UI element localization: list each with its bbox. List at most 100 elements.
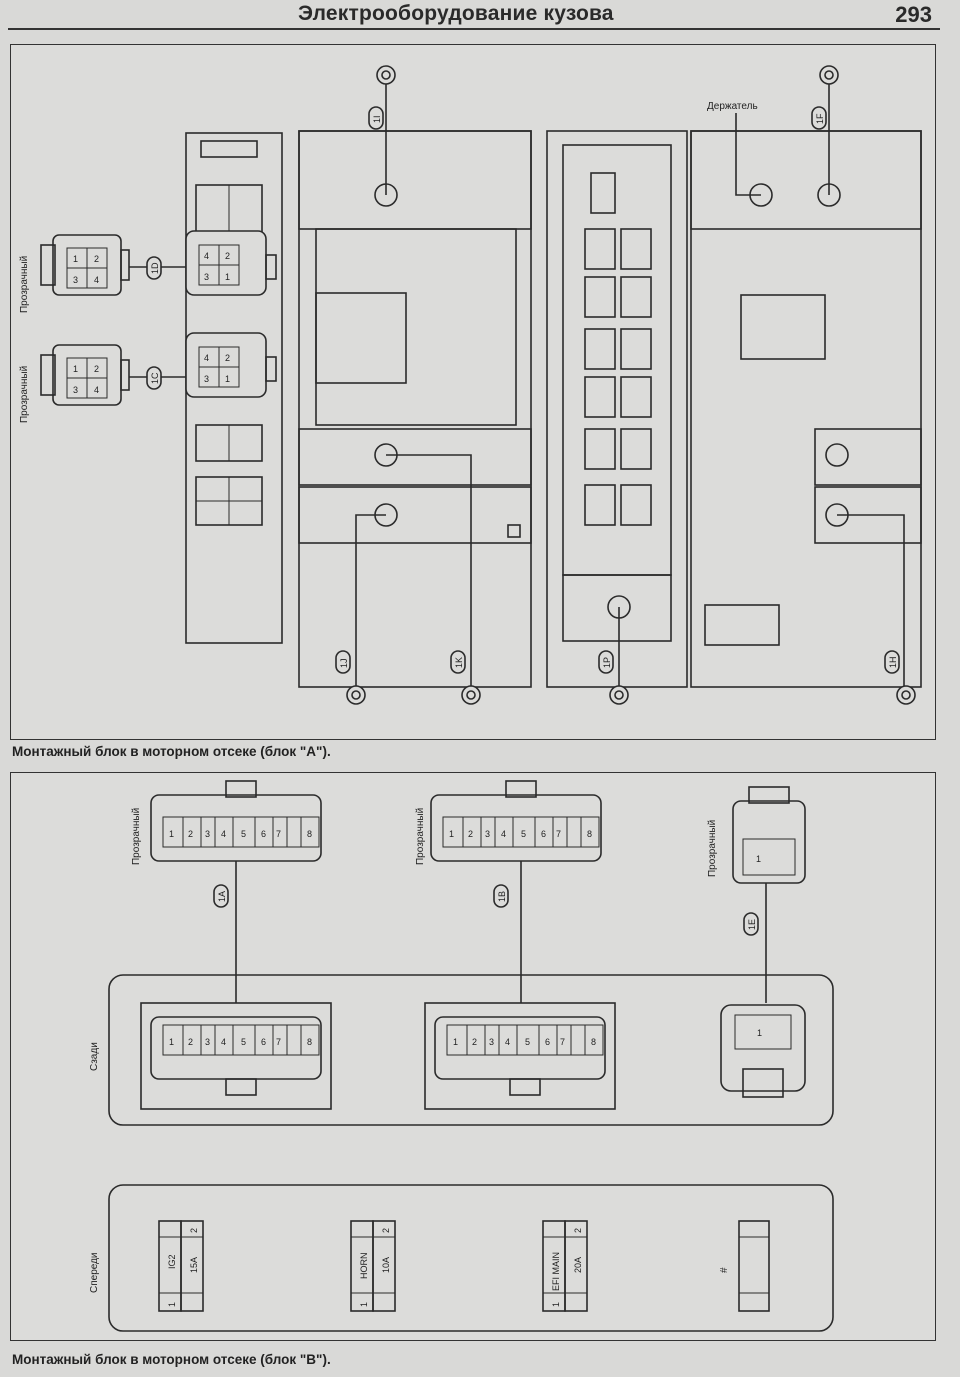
rear-frame bbox=[108, 974, 834, 1126]
pin-label: 4 bbox=[204, 251, 209, 261]
svg-text:1: 1 bbox=[551, 1302, 561, 1307]
svg-text:#: # bbox=[719, 1267, 730, 1273]
connector-1j-tag: 1J bbox=[335, 650, 351, 674]
rear-connector-1b: 1 2 3 4 5 6 7 8 bbox=[424, 1002, 616, 1110]
connector-1e-plug: 1 bbox=[732, 786, 806, 884]
svg-text:2: 2 bbox=[468, 829, 473, 839]
page-title: Электрооборудование кузова bbox=[298, 2, 614, 25]
svg-text:5: 5 bbox=[241, 1037, 246, 1047]
block-a-panel: 1 2 3 4 Прозрачный 1 2 3 4 Прозрачный 1D… bbox=[10, 44, 936, 740]
svg-text:7: 7 bbox=[276, 829, 281, 839]
transparent-label-1c: Прозрачный bbox=[19, 366, 30, 423]
transparent-label-1e: Прозрачный bbox=[707, 820, 718, 877]
svg-text:6: 6 bbox=[541, 829, 546, 839]
svg-text:EFI MAIN: EFI MAIN bbox=[551, 1252, 561, 1291]
connector-1a-tag: 1A bbox=[213, 884, 229, 908]
pin-label: 4 bbox=[204, 353, 209, 363]
block-b-diagram: 1 2 3 4 5 6 7 8 Прозрачный 1A 1 2 3 4 5 … bbox=[89, 780, 834, 1332]
connector-1c-plug: 1 2 3 4 bbox=[40, 344, 130, 406]
svg-text:IG2: IG2 bbox=[167, 1254, 177, 1269]
fuse-spare: # bbox=[719, 1220, 770, 1312]
svg-text:8: 8 bbox=[307, 1037, 312, 1047]
svg-text:10A: 10A bbox=[381, 1257, 391, 1273]
svg-text:2: 2 bbox=[189, 1228, 199, 1233]
page-number: 293 bbox=[895, 2, 932, 27]
svg-text:3: 3 bbox=[205, 1037, 210, 1047]
svg-text:1: 1 bbox=[756, 854, 761, 864]
pin-label: 1 bbox=[73, 364, 78, 374]
svg-text:7: 7 bbox=[560, 1037, 565, 1047]
connector-1b-tag: 1B bbox=[493, 884, 509, 908]
connector-1h-tag: 1H bbox=[884, 650, 900, 674]
connector-1a-plug: 1 2 3 4 5 6 7 8 bbox=[150, 780, 322, 862]
svg-text:15A: 15A bbox=[189, 1257, 199, 1273]
svg-text:5: 5 bbox=[525, 1037, 530, 1047]
relay-column: 4 2 3 1 4 2 3 1 bbox=[185, 132, 283, 644]
svg-text:5: 5 bbox=[521, 829, 526, 839]
svg-text:4: 4 bbox=[221, 1037, 226, 1047]
svg-text:2: 2 bbox=[188, 1037, 193, 1047]
block-a-diagram: 1 2 3 4 Прозрачный 1 2 3 4 Прозрачный 1D… bbox=[19, 65, 922, 705]
svg-text:1A: 1A bbox=[217, 891, 227, 902]
svg-text:1: 1 bbox=[453, 1037, 458, 1047]
svg-text:1H: 1H bbox=[888, 656, 898, 668]
svg-text:8: 8 bbox=[307, 829, 312, 839]
connector-1f-tag: 1F bbox=[811, 106, 827, 130]
page-header: Электрооборудование кузова 293 bbox=[0, 0, 960, 34]
fuse-efi-main: EFI MAIN 20A 1 2 bbox=[542, 1220, 588, 1312]
svg-text:1D: 1D bbox=[150, 262, 160, 274]
pin-label: 1 bbox=[225, 374, 230, 384]
svg-text:2: 2 bbox=[472, 1037, 477, 1047]
svg-text:1K: 1K bbox=[454, 657, 464, 668]
connector-1k-tag: 1K bbox=[450, 650, 466, 674]
svg-text:8: 8 bbox=[587, 829, 592, 839]
svg-text:4: 4 bbox=[505, 1037, 510, 1047]
connector-1d-tag: 1D bbox=[146, 256, 162, 280]
svg-text:1I: 1I bbox=[372, 115, 382, 123]
pin-label: 3 bbox=[204, 272, 209, 282]
pin-label: 3 bbox=[204, 374, 209, 384]
pin-label: 4 bbox=[94, 385, 99, 395]
pin-label: 1 bbox=[73, 254, 78, 264]
svg-text:7: 7 bbox=[276, 1037, 281, 1047]
connector-1e-tag: 1E bbox=[743, 912, 759, 936]
header-rule bbox=[8, 28, 940, 30]
svg-text:4: 4 bbox=[221, 829, 226, 839]
block-a-caption: Монтажный блок в моторном отсеке (блок "… bbox=[12, 744, 331, 759]
fuse-ig2: IG2 15A 1 2 bbox=[158, 1220, 204, 1312]
svg-text:5: 5 bbox=[241, 829, 246, 839]
transparent-label-1d: Прозрачный bbox=[19, 256, 30, 313]
svg-text:6: 6 bbox=[545, 1037, 550, 1047]
svg-text:2: 2 bbox=[381, 1228, 391, 1233]
transparent-label-1b: Прозрачный bbox=[415, 808, 426, 865]
svg-text:2: 2 bbox=[188, 829, 193, 839]
svg-text:6: 6 bbox=[261, 1037, 266, 1047]
rear-connector-1e: 1 bbox=[720, 1004, 806, 1098]
pin-label: 2 bbox=[94, 364, 99, 374]
svg-text:HORN: HORN bbox=[359, 1253, 369, 1280]
fuse-block-right bbox=[690, 130, 922, 688]
svg-text:1B: 1B bbox=[497, 891, 507, 902]
connector-1p-tag: 1P bbox=[598, 650, 614, 674]
front-label: Спереди bbox=[89, 1252, 100, 1293]
transparent-label-1a: Прозрачный bbox=[131, 808, 142, 865]
svg-text:7: 7 bbox=[556, 829, 561, 839]
block-b-panel: 1 2 3 4 5 6 7 8 Прозрачный 1A 1 2 3 4 5 … bbox=[10, 772, 936, 1341]
svg-text:1E: 1E bbox=[747, 919, 757, 930]
connector-1b-plug: 1 2 3 4 5 6 7 8 bbox=[430, 780, 602, 862]
svg-text:3: 3 bbox=[205, 829, 210, 839]
connector-1d-plug: 1 2 3 4 bbox=[40, 234, 130, 296]
svg-text:1C: 1C bbox=[150, 372, 160, 384]
front-frame bbox=[108, 1184, 834, 1332]
svg-text:2: 2 bbox=[573, 1228, 583, 1233]
fuse-horn: HORN 10A 1 2 bbox=[350, 1220, 396, 1312]
svg-text:1: 1 bbox=[757, 1028, 762, 1038]
svg-text:1: 1 bbox=[167, 1302, 177, 1307]
svg-text:4: 4 bbox=[501, 829, 506, 839]
pin-label: 3 bbox=[73, 385, 78, 395]
holder-label: Держатель bbox=[707, 101, 758, 112]
svg-text:8: 8 bbox=[591, 1037, 596, 1047]
pin-label: 2 bbox=[225, 353, 230, 363]
svg-text:1P: 1P bbox=[602, 657, 612, 668]
block-b-caption: Монтажный блок в моторном отсеке (блок "… bbox=[12, 1352, 331, 1367]
